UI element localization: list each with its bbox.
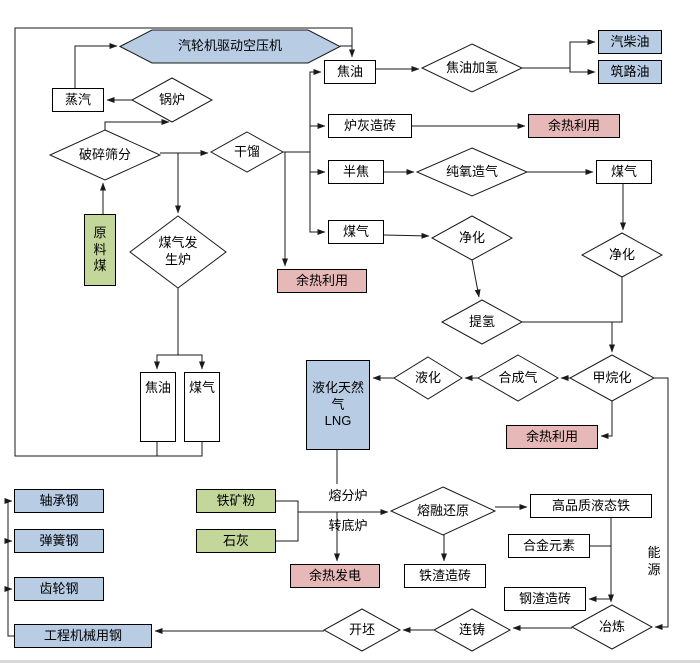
lime-box: 石灰: [196, 529, 276, 553]
boiler-diamond-shape: [130, 77, 214, 123]
flow-edge-30: [276, 500, 299, 542]
continuous-casting-diamond-shape: [432, 608, 512, 652]
purification-diamond-right: 净化: [608, 246, 635, 262]
methanation-diamond: 甲烷化: [592, 369, 632, 385]
steam-box: 蒸汽: [52, 88, 104, 112]
tar-hydrogenation-diamond: 焦油加氢: [445, 59, 498, 75]
boiler-diamond: 锅炉: [158, 91, 185, 107]
oxygen-gasification-diamond-shape: [415, 147, 529, 197]
methanation-diamond-shape: [568, 354, 656, 402]
ash-brick-box: 炉灰造砖: [328, 114, 412, 138]
dry-distillation-diamond: 干馏: [233, 143, 260, 159]
purification-diamond-left-shape: [430, 215, 514, 261]
flow-edge-23: [612, 277, 623, 323]
flow-edge-14: [522, 39, 596, 69]
oxygen-gasification-diamond: 纯氧造气: [445, 163, 498, 179]
flow-edge-6: [154, 288, 179, 370]
tar-hydrogenation-diamond-shape: [420, 43, 524, 93]
bearing-steel-box: 轴承钢: [14, 489, 104, 513]
gasoline-diesel-box: 汽柴油: [598, 30, 662, 54]
flow-edge-20: [383, 232, 430, 239]
smelting-diamond: 冶炼: [598, 618, 625, 634]
flow-edge-0: [74, 43, 118, 88]
flow-edge-45: [14, 27, 355, 457]
flow-edge-41: [4, 498, 14, 637]
hydrogen-extraction-diamond: 提氢: [468, 313, 495, 329]
flow-edge-11: [309, 152, 326, 235]
continuous-casting-diamond: 连铸: [458, 621, 485, 637]
waste-heat-use-box-1: 余热利用: [528, 114, 620, 138]
crushing-screening-diamond: 破碎筛分: [78, 146, 131, 162]
flow-edge-2: [104, 119, 170, 130]
liquid-iron-box: 高品质液态铁: [530, 494, 652, 518]
machinery-steel-box: 工程机械用钢: [14, 624, 152, 648]
tar-box-top: 焦油: [324, 60, 376, 84]
crushing-screening-diamond-shape: [48, 129, 162, 181]
syngas-diamond-shape: [476, 354, 560, 402]
smelting-reduction-diamond-shape: [389, 486, 497, 536]
waste-heat-power-box: 余热发电: [290, 564, 380, 588]
coal-gas-box-tall: 煤气: [184, 372, 220, 442]
turbine-compressor-hexagon-shape: [118, 29, 342, 64]
iron-ore-powder-box: 铁矿粉: [196, 489, 276, 513]
smelting-diamond-shape: [570, 604, 654, 650]
waste-heat-use-box-3: 余热利用: [506, 425, 598, 449]
rotary-hearth-furnace-label: 转底炉: [328, 517, 368, 533]
blooming-diamond: 开坯: [348, 621, 375, 637]
raw-coal-box: 原 料 煤: [84, 214, 116, 286]
flow-edge-27: [600, 401, 613, 439]
purification-diamond-right-shape: [580, 232, 664, 278]
lng-box: 液化天然 气 LNG: [306, 360, 370, 450]
hydrogen-extraction-diamond-shape: [440, 299, 524, 345]
spring-steel-box: 弹簧钢: [14, 529, 104, 553]
smelting-reduction-diamond: 熔融还原: [416, 502, 469, 518]
liquefaction-diamond: 液化: [414, 369, 441, 385]
purification-diamond-left: 净化: [458, 229, 485, 245]
dry-distillation-diamond-shape: [209, 131, 285, 173]
turbine-compressor-hexagon: 汽轮机驱动空压机: [177, 38, 282, 54]
semi-coke-box: 半焦: [328, 160, 384, 184]
alloy-elements-box: 合金元素: [508, 534, 590, 558]
gas-generator-diamond-shape: [129, 215, 227, 289]
melting-furnace-label: 熔分炉: [328, 487, 368, 503]
coal-gas-box-mid: 煤气: [328, 220, 384, 244]
blooming-diamond-shape: [322, 608, 402, 652]
energy-label: 能 源: [647, 545, 661, 577]
liquefaction-diamond-shape: [393, 356, 463, 400]
tar-box-tall: 焦油: [140, 372, 176, 442]
flow-edge-21: [471, 259, 481, 298]
steel-slag-brick-box: 钢渣造砖: [504, 587, 586, 611]
flow-edge-28: [654, 377, 669, 630]
flow-edge-8: [283, 69, 322, 153]
iron-slag-brick-box: 铁渣造砖: [404, 564, 486, 588]
waste-heat-use-box-2: 余热利用: [277, 269, 367, 293]
gear-steel-box: 齿轮钢: [14, 577, 104, 601]
gas-generator-diamond: 煤气发 生炉: [158, 235, 198, 267]
road-oil-box: 筑路油: [598, 60, 662, 84]
flow-edge-7: [178, 354, 205, 370]
coal-gas-box-right: 煤气: [596, 160, 652, 184]
syngas-diamond: 合成气: [498, 369, 538, 385]
flow-edge-15: [569, 68, 596, 75]
